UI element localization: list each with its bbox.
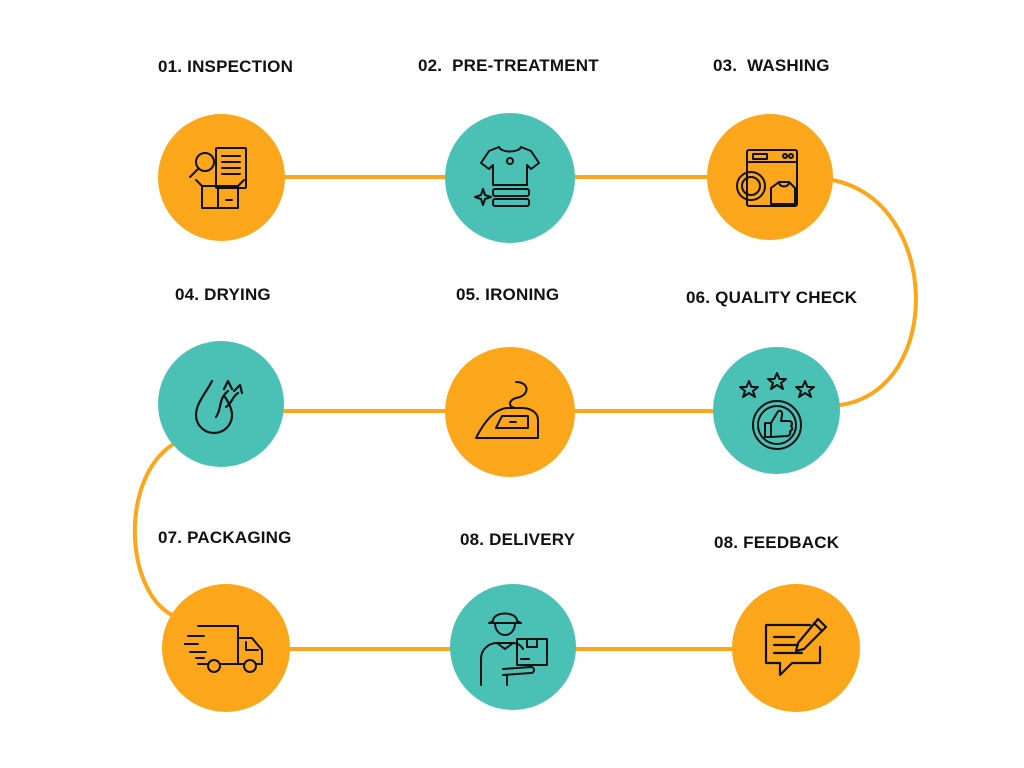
step-node-delivery	[450, 584, 576, 710]
delivery-person-icon	[480, 612, 548, 686]
pre-treatment-icon	[474, 146, 540, 207]
feedback-icon	[764, 617, 828, 677]
drying-icon	[194, 379, 244, 435]
inspection-icon	[188, 146, 247, 209]
step-node-ironing	[445, 347, 575, 477]
step-label-feedback: 08. FEEDBACK	[714, 533, 840, 552]
connector-4-7	[132, 443, 174, 617]
washing-machine-icon	[736, 149, 798, 207]
step-label-inspection: 01. INSPECTION	[158, 57, 294, 76]
step-label-washing: 03. WASHING	[713, 56, 830, 75]
step-label-quality-check: 06. QUALITY CHECK	[686, 288, 858, 307]
delivery-truck-icon	[184, 625, 263, 673]
quality-check-icon	[738, 371, 815, 450]
step-node-quality-check	[713, 347, 840, 474]
step-label-drying: 04. DRYING	[175, 285, 271, 304]
step-label-delivery: 08. DELIVERY	[460, 530, 576, 549]
step-node-drying	[158, 341, 284, 467]
step-node-feedback	[732, 584, 860, 712]
step-label-ironing: 05. IRONING	[456, 285, 560, 304]
connector-3-6	[830, 178, 918, 407]
step-node-pre-treatment	[445, 113, 575, 243]
step-node-washing	[707, 114, 833, 240]
step-node-packaging	[162, 584, 290, 712]
step-node-inspection	[158, 114, 285, 241]
step-label-packaging: 07. PACKAGING	[158, 528, 292, 547]
iron-icon	[475, 381, 539, 439]
step-label-pre-treatment: 02. PRE-TREATMENT	[418, 56, 599, 75]
